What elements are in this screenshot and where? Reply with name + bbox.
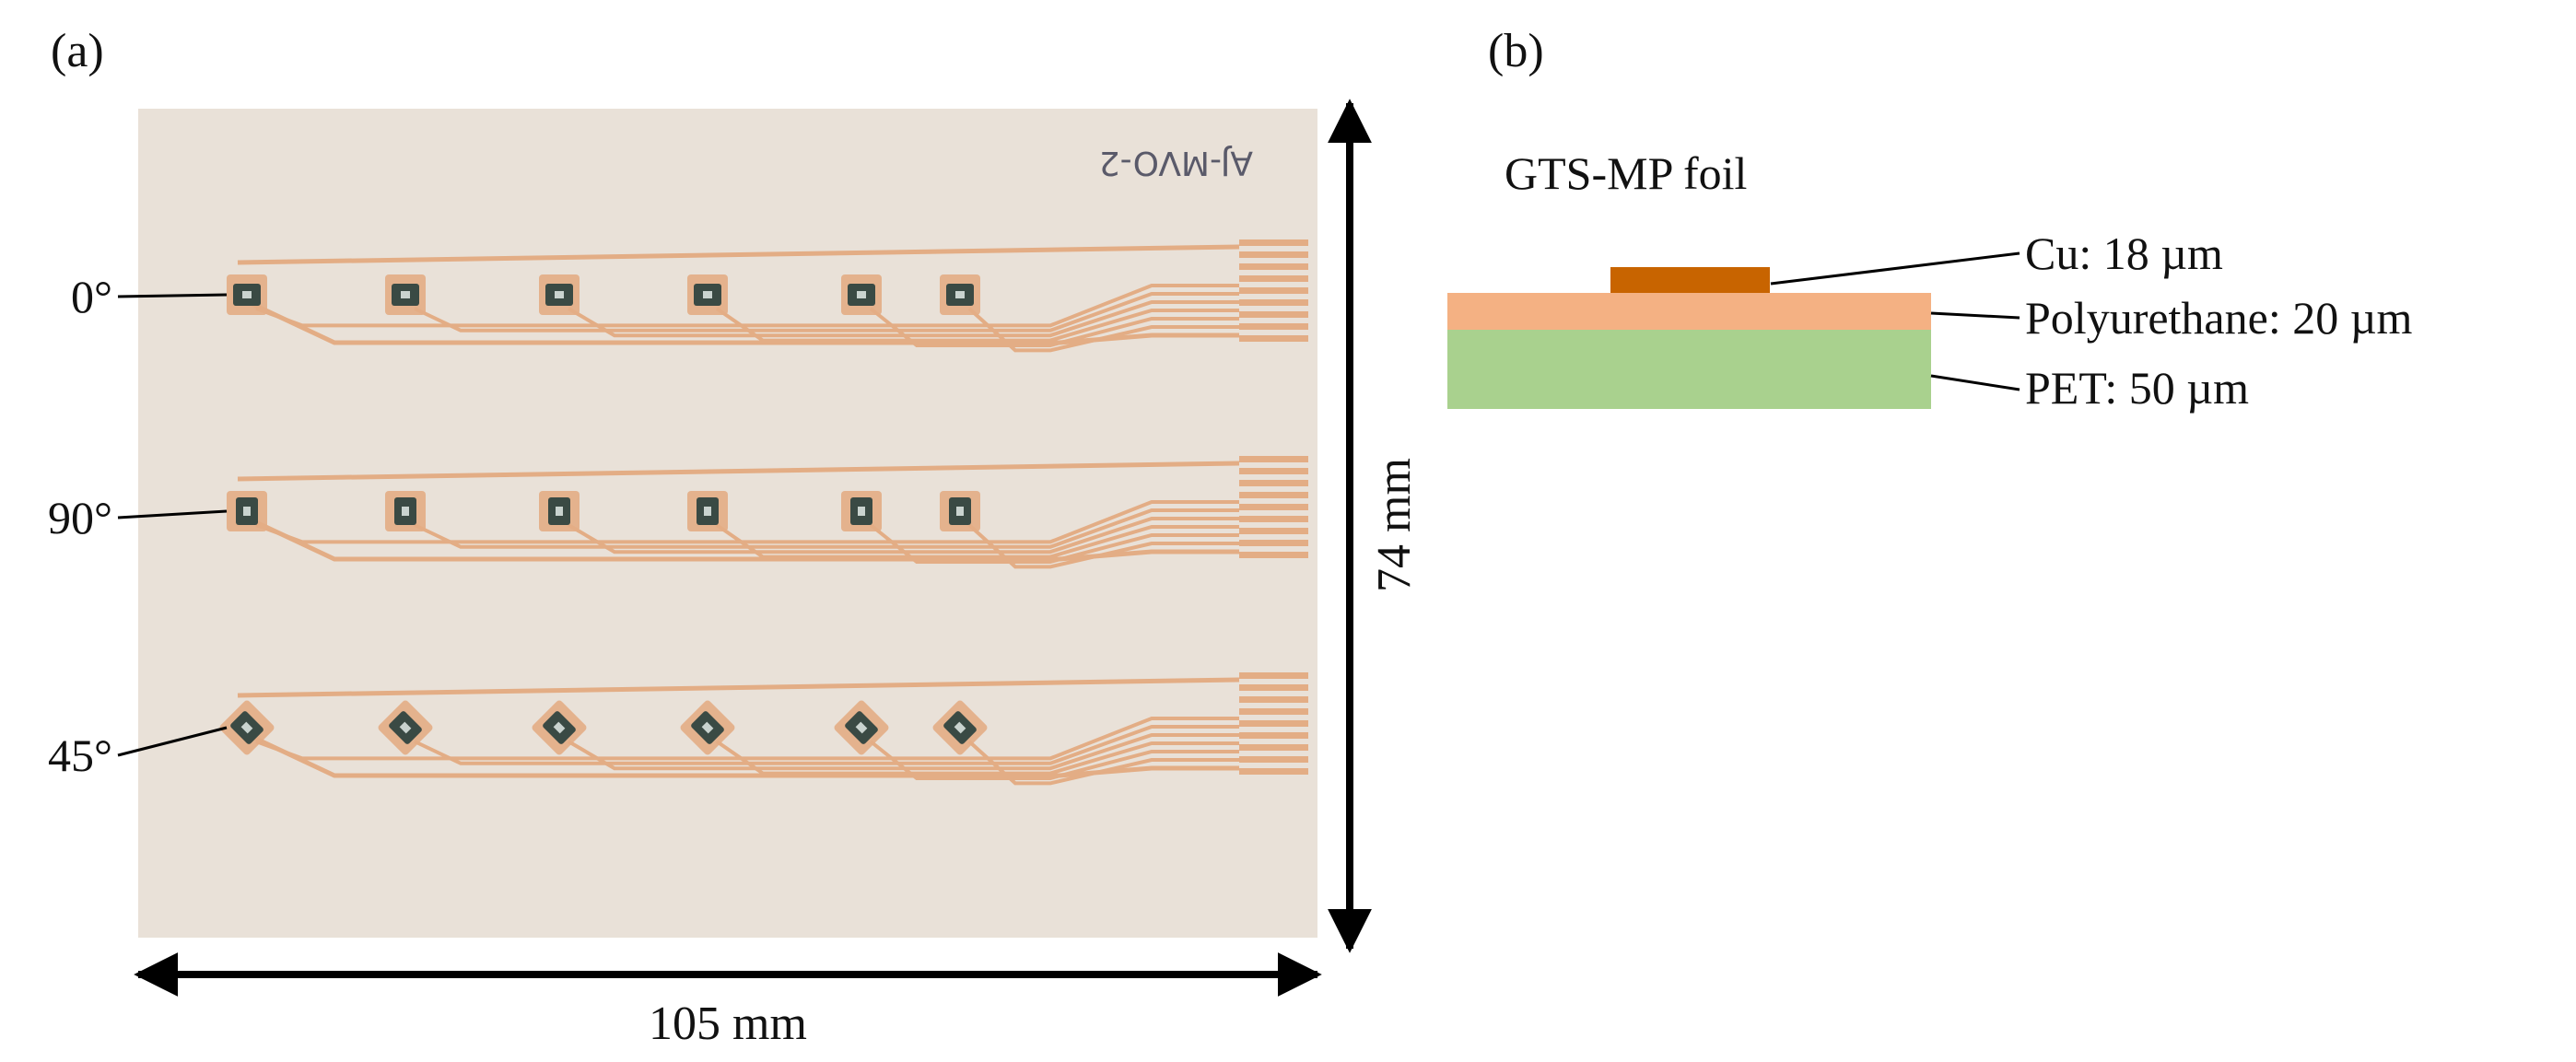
polyurethane-leader	[1930, 311, 2020, 320]
fan-trace	[967, 307, 1239, 353]
connector-pad	[1239, 323, 1308, 330]
top-trace	[237, 461, 1240, 482]
connector-pad	[1239, 696, 1308, 703]
angle-label-0: 0°	[71, 271, 112, 322]
fan-trace	[567, 733, 1239, 771]
foil-title: GTS-MP foil	[1505, 147, 1747, 199]
strain-gauge	[378, 700, 433, 755]
fan-trace	[567, 517, 1239, 554]
connector-pad	[1239, 287, 1308, 294]
angle-leader	[117, 726, 228, 757]
top-trace	[237, 677, 1240, 698]
fan-trace	[869, 740, 1239, 780]
fan-trace	[414, 292, 1239, 333]
strain-gauge	[680, 700, 735, 755]
fan-trace	[869, 307, 1239, 347]
connector-pad	[1239, 468, 1308, 474]
sensor-row-0: 0°	[71, 239, 1308, 353]
connector-pad	[1239, 516, 1308, 522]
strain-gauge	[687, 274, 728, 315]
connector-pad	[1239, 768, 1308, 775]
connector-pad	[1239, 672, 1308, 679]
connector-pad	[1239, 275, 1308, 282]
angle-label-90: 90°	[48, 492, 112, 543]
pet-layer-label: PET: 50 µm	[2025, 362, 2249, 414]
strain-gauge	[219, 700, 275, 755]
angle-leader	[117, 509, 228, 519]
connector-pad	[1239, 540, 1308, 546]
height-label-group: 74 mm	[1368, 458, 1421, 592]
connector-pad	[1239, 480, 1308, 486]
outer-trace	[240, 297, 1239, 345]
fan-trace	[869, 523, 1239, 564]
fan-trace	[414, 725, 1239, 765]
connector-pad	[1239, 732, 1308, 739]
connector-pad	[1239, 239, 1308, 246]
connector-pad	[1239, 708, 1308, 715]
connector-pad	[1239, 299, 1308, 306]
outer-trace	[240, 513, 1239, 562]
connector-pad	[1239, 552, 1308, 558]
top-trace	[237, 244, 1240, 265]
strain-gauge	[532, 700, 587, 755]
height-label: 74 mm	[1368, 458, 1421, 592]
sensor-row-90: 90°	[48, 456, 1308, 569]
angle-label-45: 45°	[48, 729, 112, 781]
sensor-row-45: 45°	[48, 672, 1308, 786]
connector-pad	[1239, 744, 1308, 751]
strain-gauge	[539, 274, 580, 315]
angle-leader	[117, 293, 228, 298]
strain-gauge	[841, 491, 882, 531]
fan-trace	[567, 300, 1239, 338]
strain-gauge	[539, 491, 580, 531]
connector-pad	[1239, 335, 1308, 342]
connector-pad	[1239, 504, 1308, 510]
strain-gauge	[385, 491, 426, 531]
cu-leader	[1770, 251, 2020, 286]
connector-pad	[1239, 456, 1308, 462]
panel-a-label: (a)	[51, 25, 104, 77]
fan-trace	[967, 523, 1239, 569]
connector-pad	[1239, 251, 1308, 258]
strain-gauge	[227, 491, 267, 531]
connector-pad	[1239, 684, 1308, 691]
pet-layer	[1447, 330, 1931, 409]
fan-trace	[414, 508, 1239, 549]
fan-trace	[967, 740, 1239, 786]
handwritten-marking: AJ-MVO-2	[1099, 144, 1253, 181]
sensor-rows: 0° 90° 45°	[48, 239, 1308, 786]
strain-gauge	[841, 274, 882, 315]
strain-gauge	[687, 491, 728, 531]
pet-leader	[1930, 374, 2020, 391]
handwriting-text: AJ-MVO-2	[1099, 144, 1253, 181]
strain-gauge	[932, 700, 988, 755]
width-label: 105 mm	[649, 998, 807, 1050]
connector-pad	[1239, 720, 1308, 727]
strain-gauge	[834, 700, 889, 755]
polyurethane-layer	[1447, 293, 1931, 330]
outer-trace	[240, 729, 1239, 778]
connector-pad	[1239, 311, 1308, 318]
strain-gauge	[227, 274, 267, 315]
connector-pad	[1239, 263, 1308, 270]
panel-b-label: (b)	[1488, 25, 1544, 77]
connector-pad	[1239, 528, 1308, 534]
cu-layer	[1610, 267, 1770, 295]
strain-gauge	[940, 491, 980, 531]
cu-layer-label: Cu: 18 µm	[2025, 228, 2223, 279]
polyurethane-layer-label: Polyurethane: 20 µm	[2025, 292, 2413, 344]
connector-pad	[1239, 756, 1308, 763]
strain-gauge	[385, 274, 426, 315]
strain-gauge	[940, 274, 980, 315]
connector-pad	[1239, 492, 1308, 498]
